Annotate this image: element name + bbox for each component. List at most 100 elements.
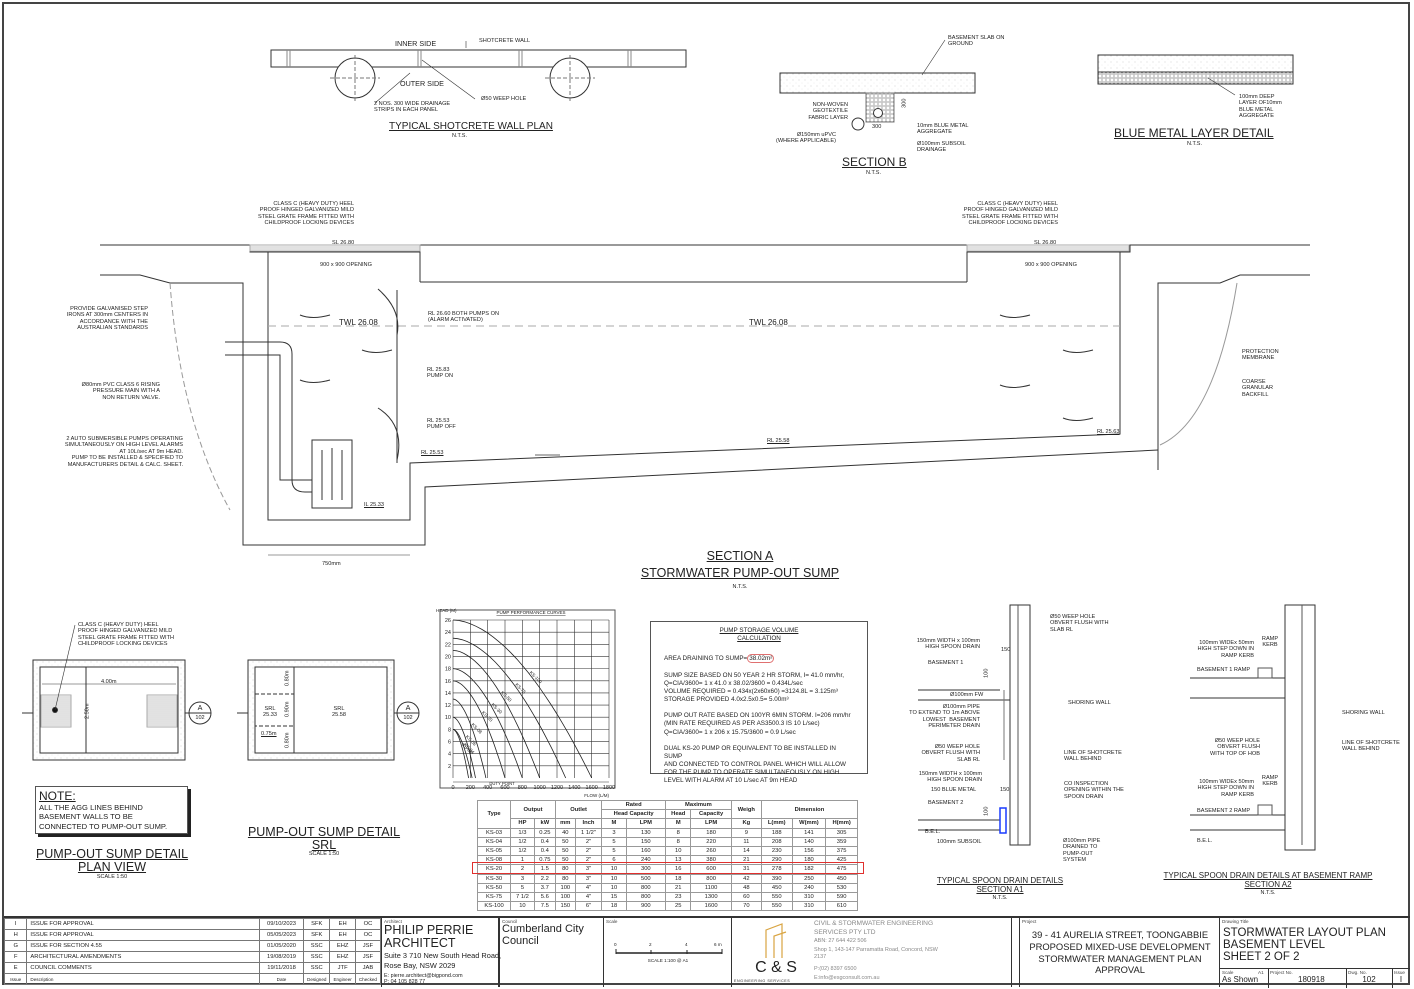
plan-view-scale: SCALE 1:50 xyxy=(96,874,128,880)
revision-issue: G xyxy=(3,940,28,952)
table-cell: 80 xyxy=(554,873,576,884)
shotcrete-wall-plan xyxy=(270,41,687,104)
revision-checked: JSF xyxy=(354,951,382,963)
revision-checked: JSF xyxy=(354,940,382,952)
table-cell: 18 xyxy=(664,873,692,884)
scale-tick-0: 0 xyxy=(614,942,617,947)
x-tick-label: 1400 xyxy=(568,785,580,791)
table-cell: 390 xyxy=(760,873,793,884)
rev-header-issue: Issue xyxy=(3,973,28,985)
chart-title: PUMP PERFORMANCE CURVES xyxy=(496,610,565,615)
dim-750mm: 750mm xyxy=(322,561,341,567)
table-cell: 0.4 xyxy=(533,845,556,857)
srl-main-label: SRL 25.58 xyxy=(332,706,346,719)
geotextile-label: NON-WOVEN GEOTEXTILE FABRIC LAYER xyxy=(808,102,848,121)
architect-label: Architect xyxy=(384,919,402,924)
section-b-drawing xyxy=(779,39,976,131)
dim-300-width: 300 xyxy=(872,124,882,130)
col-type: Type xyxy=(476,800,512,829)
scale-bar xyxy=(615,949,723,954)
calc-heading-2: CALCULATION xyxy=(737,635,781,643)
col-maximum: Maximum xyxy=(665,799,732,811)
note-body: ALL THE AGG LINES BEHIND BASEMENT WALLS … xyxy=(39,803,168,831)
table-cell: 160 xyxy=(625,845,667,857)
table-cell: 150 xyxy=(625,836,667,847)
table-cell: 8 xyxy=(664,836,692,847)
table-cell: 140 xyxy=(791,836,827,847)
scale-tick-2: 2 xyxy=(649,942,652,947)
table-cell: 23 xyxy=(664,891,692,903)
company-logo-subtext: ENGINEERING SERVICES xyxy=(734,979,791,983)
calc-area-value: 38.02m² xyxy=(747,654,775,664)
curve-ks-05 xyxy=(452,716,476,779)
revision-engineer: EHZ xyxy=(329,951,356,963)
a1-dim-150b: 150 xyxy=(1000,787,1010,793)
blue-metal-nts: N.T.S. xyxy=(1187,141,1202,147)
table-cell: 800 xyxy=(625,891,667,903)
council-label: Council xyxy=(502,919,518,924)
plan-view-subtitle: PLAN VIEW xyxy=(77,860,147,874)
scale-value: As Shown xyxy=(1222,975,1259,984)
outer-side-label: OUTER SIDE xyxy=(400,79,444,88)
x-tick-label: 200 xyxy=(466,785,475,791)
company-address: Shop 1, 143-147 Parramatta Road, Concord… xyxy=(814,947,938,961)
table-cell: 0.25 xyxy=(533,827,556,838)
revision-header-row: Issue Description Date Designed Engineer… xyxy=(3,973,382,985)
scale-block: Scale 0 2 4 6 m SCALE 1:100 @ A1 xyxy=(604,918,732,987)
a1-shotcrete-line: LINE OF SHOTCRETE WALL BEHIND xyxy=(1064,750,1122,763)
table-cell: 375 xyxy=(825,845,858,857)
table-cell: 359 xyxy=(825,836,858,847)
dim-300-height: 300 xyxy=(901,98,908,108)
rev-header-date: Date xyxy=(259,973,305,985)
calc-rate-2: (MIN RATE REQUIRED AS PER AS3500.3 IS 10… xyxy=(664,720,820,728)
unit-header: HP xyxy=(510,818,535,829)
rising-main-note: Ø80mm PVC CLASS 6 RISING PRESSURE MAIN W… xyxy=(81,382,160,401)
srl-section-ref-sheet: 102 xyxy=(403,715,413,721)
col-rated-sub: Head Capacity xyxy=(601,809,666,820)
table-cell: 425 xyxy=(825,855,858,866)
table-cell: 220 xyxy=(690,836,732,847)
upvc-label: Ø150mm uPVC (WHERE APPLICABLE) xyxy=(776,132,836,145)
table-cell: 450 xyxy=(760,882,793,893)
srl-dim-top: 0.80m xyxy=(284,670,291,686)
table-cell: 3.7 xyxy=(533,882,556,893)
company-name: CIVIL & STORMWATER ENGINEERING SERVICES … xyxy=(814,920,934,936)
rl-pump-off-label: RL 25.53 PUMP OFF xyxy=(427,418,456,431)
table-cell: 4" xyxy=(574,891,603,903)
x-tick-label: 400 xyxy=(483,785,492,791)
scale-label: Scale xyxy=(606,919,618,924)
revision-issue: I xyxy=(3,918,28,930)
table-cell: 4" xyxy=(574,882,603,893)
curve-ks-04 xyxy=(452,729,473,779)
x-tick-label: 1000 xyxy=(534,785,546,791)
y-tick-label: 16 xyxy=(445,679,451,685)
table-cell: 130 xyxy=(625,827,667,838)
table-cell: 50 xyxy=(554,836,576,847)
table-cell: 900 xyxy=(625,901,667,912)
calc-sump-3: VOLUME REQUIRED = 0.434x(2x60x60) =3124.… xyxy=(664,687,838,695)
table-cell: 15 xyxy=(601,891,627,903)
unit-header: LPM xyxy=(625,818,667,829)
revision-engineer: EH xyxy=(329,929,356,941)
y-axis-label: HEAD (M) xyxy=(436,608,457,613)
dwg-no: 102 xyxy=(1362,975,1376,984)
table-cell: 2" xyxy=(574,845,603,857)
twl-mid-label: TWL 26.08 xyxy=(749,318,788,327)
note-heading: NOTE: xyxy=(39,789,76,803)
revision-checked: OC xyxy=(354,929,382,941)
table-cell: 5 xyxy=(510,882,535,893)
project-no-label: Project No. xyxy=(1270,970,1293,975)
il-2533-label: IL 25.33 xyxy=(364,502,385,508)
a2-subtitle: SECTION A2 xyxy=(1244,880,1292,889)
table-cell: 0.75 xyxy=(533,855,556,866)
table-cell: 9 xyxy=(730,827,762,838)
shotcrete-wall-label: SHOTCRETE WALL xyxy=(479,38,531,44)
table-cell: 800 xyxy=(690,873,732,884)
calc-heading-1: PUMP STORAGE VOLUME xyxy=(719,627,799,634)
plan-grate-note: CLASS C (HEAVY DUTY) HEEL PROOF HINGED G… xyxy=(78,622,175,648)
